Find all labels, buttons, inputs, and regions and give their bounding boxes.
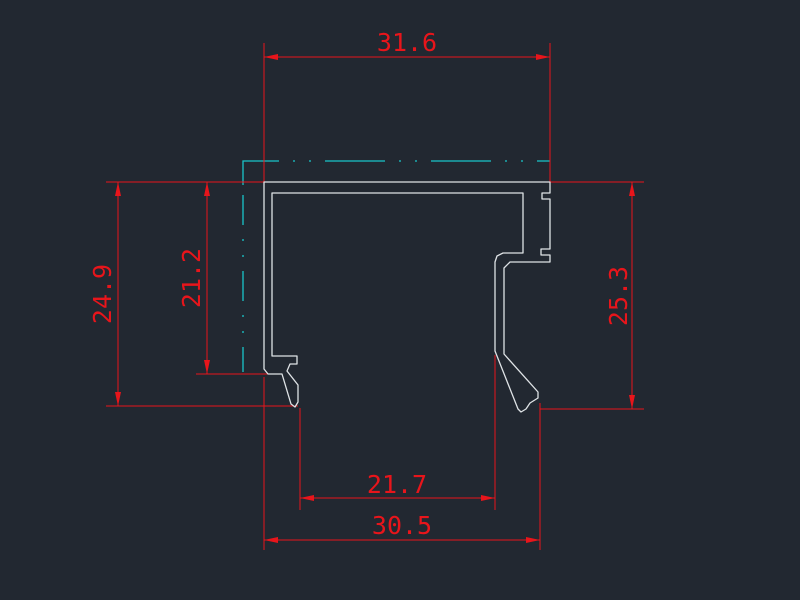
dim-text-left-outer-height: 24.9 bbox=[88, 264, 117, 324]
dimension-lines bbox=[115, 54, 635, 543]
centerline-top bbox=[242, 160, 550, 185]
dim-text-left-inner-height: 21.2 bbox=[177, 248, 206, 308]
extension-lines bbox=[106, 43, 644, 550]
dim-text-right-height: 25.3 bbox=[604, 266, 633, 326]
dimension-texts: 31.6 24.9 21.2 25.3 21.7 30.5 bbox=[88, 28, 633, 540]
center-lines bbox=[242, 160, 550, 372]
dim-text-opening-width: 21.7 bbox=[367, 470, 427, 499]
dim-text-overall-width: 31.6 bbox=[377, 28, 437, 57]
profile-outline bbox=[263, 181, 551, 413]
profile-outer-contour bbox=[263, 181, 551, 413]
dim-text-bottom-width: 30.5 bbox=[372, 511, 432, 540]
